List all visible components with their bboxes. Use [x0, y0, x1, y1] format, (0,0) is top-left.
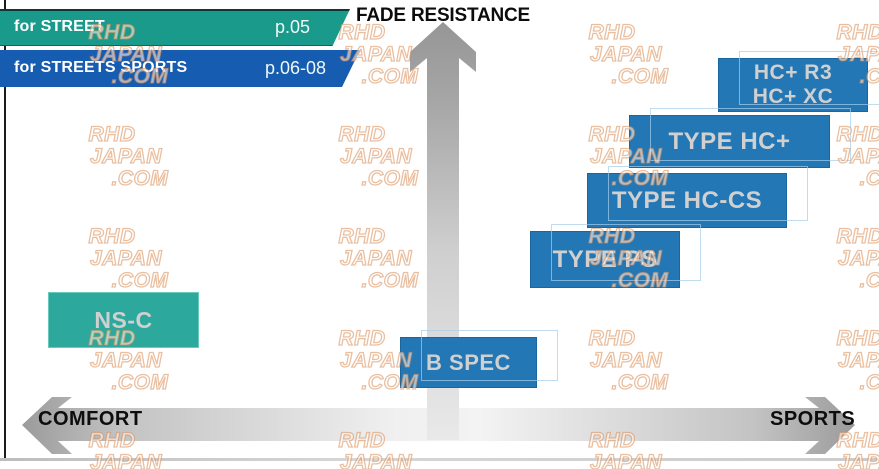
product-box-type-hc-plus: TYPE HC+ [629, 108, 851, 168]
comfort-axis-label: COMFORT [38, 408, 143, 430]
banner-for-street: for STREET p.05 [0, 9, 350, 46]
left-border-line [4, 0, 6, 458]
product-box-hc-plus-r3-xc: HC+ R3 HC+ XC [718, 51, 879, 112]
banner-for-street-page-ref: p.05 [274, 17, 310, 37]
product-label: NS-C [94, 306, 153, 333]
banner-for-streets-sports: for STREETS SPORTS p.06-08 [0, 50, 360, 87]
product-label: HC+ R3 [753, 61, 833, 84]
bottom-border-line [0, 458, 879, 461]
product-label: TYPE HC+ [668, 127, 791, 155]
product-box-b-spec: B SPEC [400, 330, 558, 388]
sports-axis-label: SPORTS [770, 408, 856, 430]
banner-for-streets-sports-page-ref: p.06-08 [264, 58, 326, 78]
product-box-ns-c: NS-C [48, 292, 199, 348]
product-label: HC+ XC [752, 85, 834, 108]
banner-for-streets-sports-label: for STREETS SPORTS [14, 59, 188, 76]
banner-for-street-label: for STREET [14, 18, 105, 35]
product-label: TYPE PS [552, 245, 658, 273]
product-box-type-ps: TYPE PS [530, 224, 701, 288]
product-label: B SPEC [426, 349, 511, 375]
product-label: TYPE HC-CS [611, 186, 763, 214]
product-box-type-hc-cs: TYPE HC-CS [587, 166, 808, 228]
fade-resistance-axis-label: FADE RESISTANCE [356, 5, 531, 26]
